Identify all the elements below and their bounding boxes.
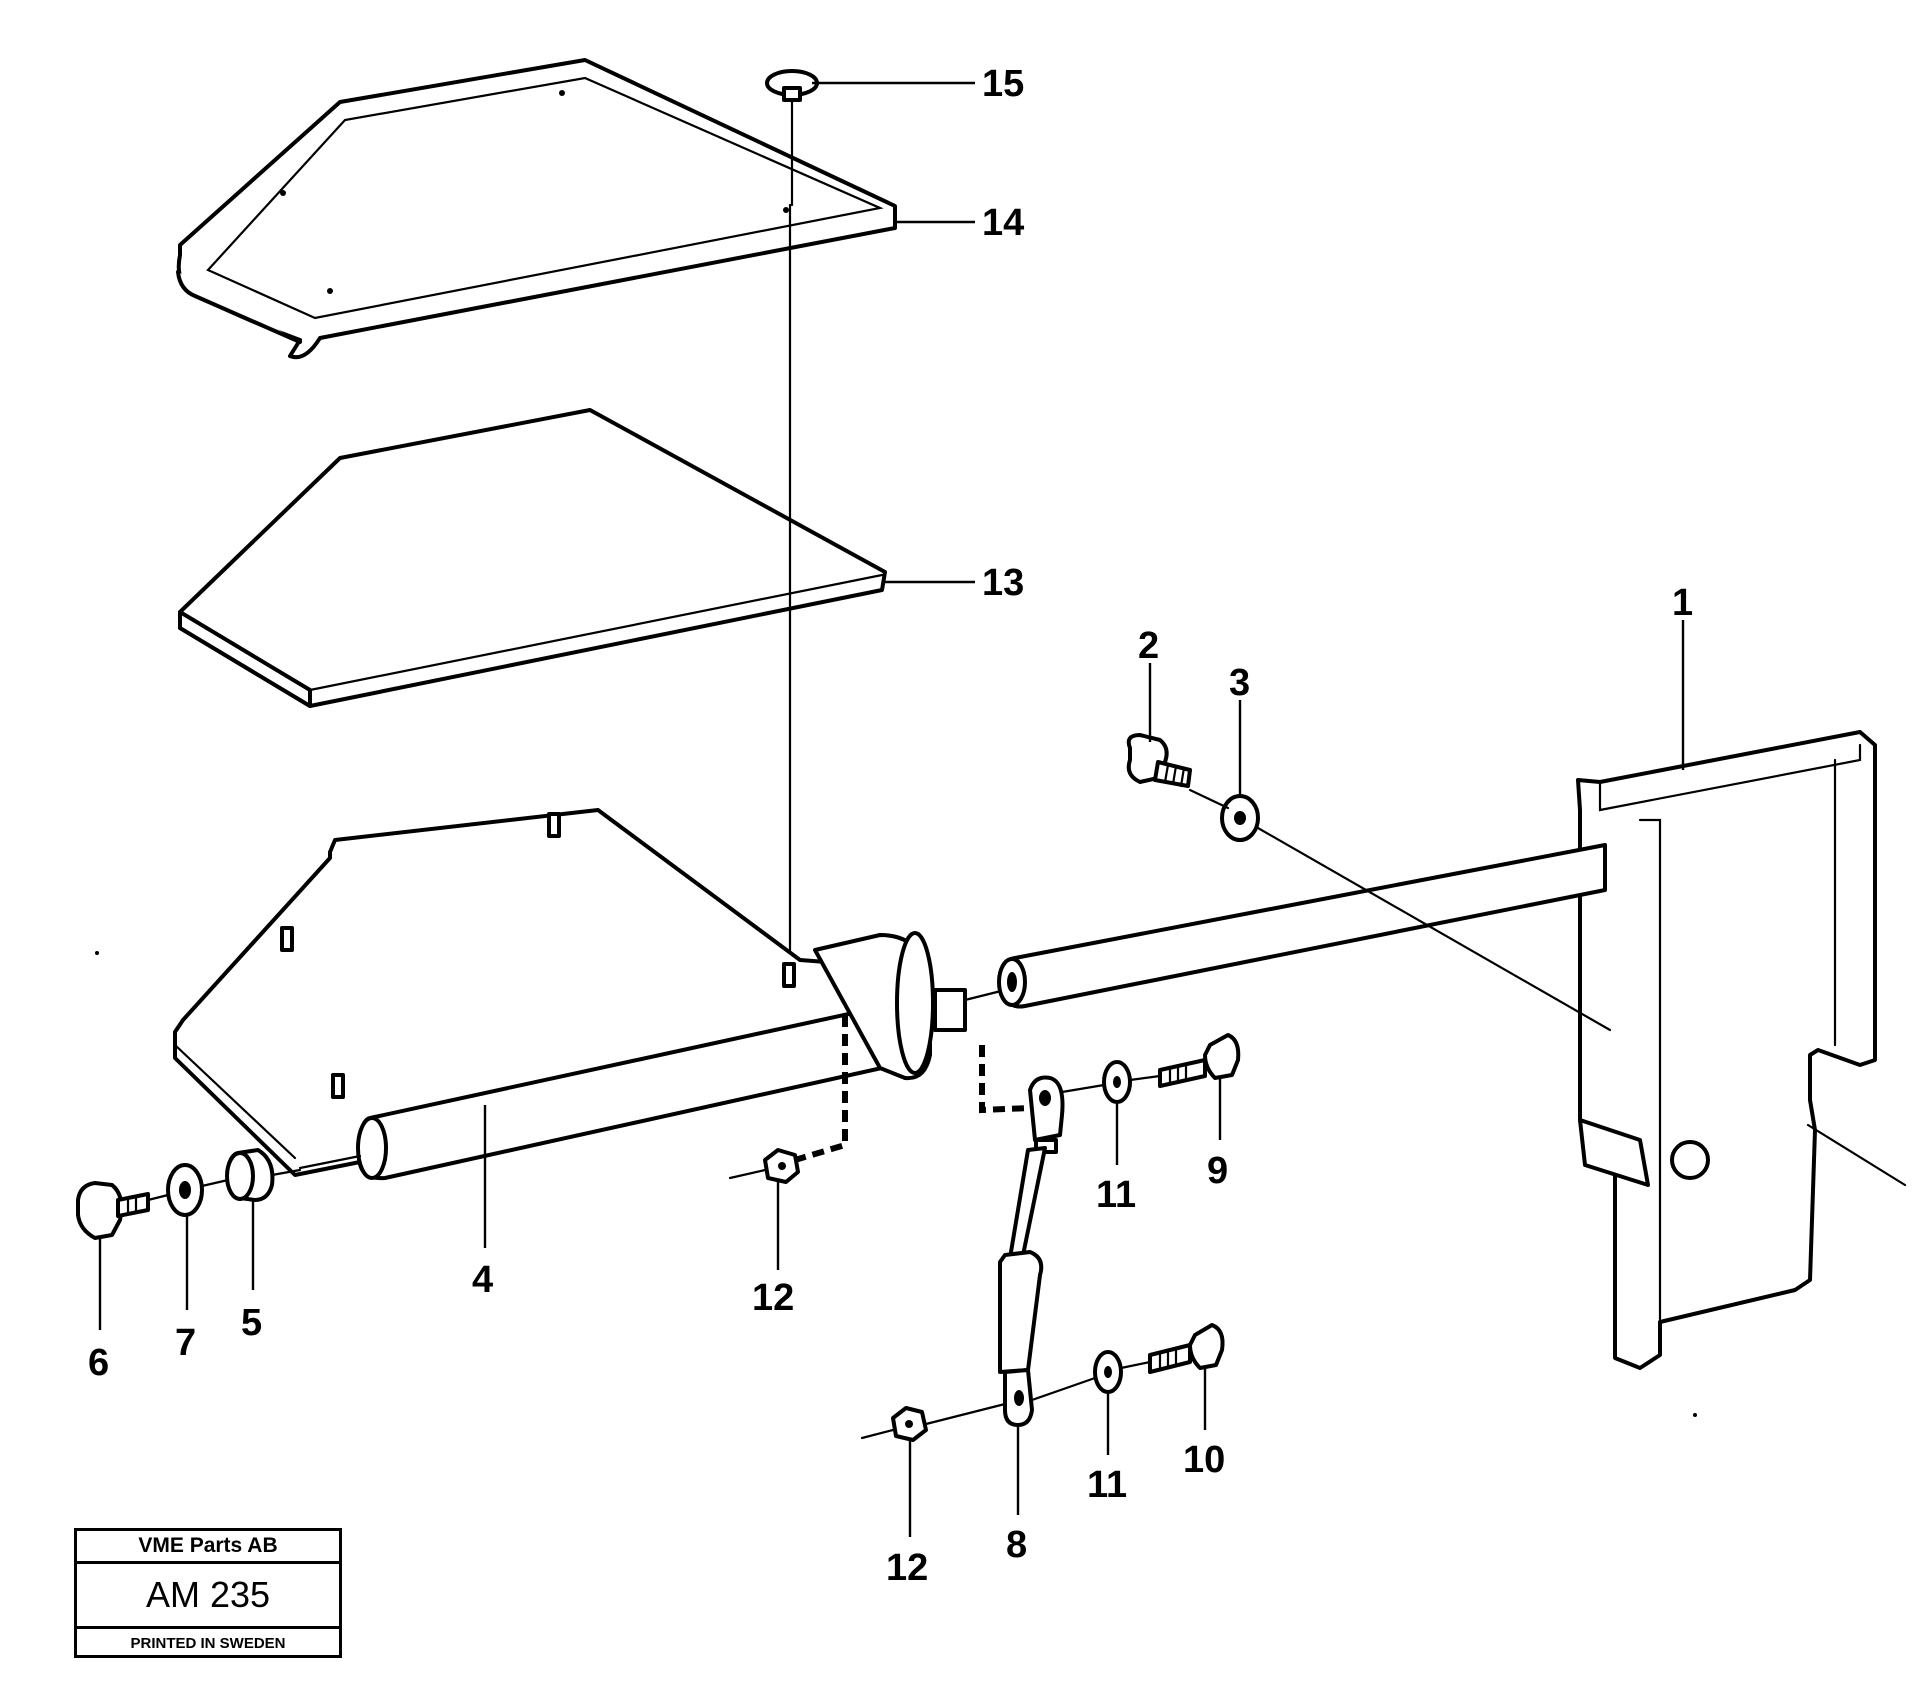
callout-5: 5 bbox=[241, 1302, 262, 1344]
drawing-code: AM 235 bbox=[77, 1564, 339, 1629]
axis-line-5-4 bbox=[270, 1168, 302, 1177]
axis-line-frame-right bbox=[1806, 1123, 1907, 1187]
part-13-pad bbox=[178, 408, 887, 708]
part-14-cover bbox=[176, 58, 897, 360]
callout-4: 4 bbox=[472, 1259, 493, 1301]
part-4-panel bbox=[173, 808, 1007, 1181]
part-6-bolt bbox=[76, 1181, 150, 1240]
callout-3: 3 bbox=[1229, 662, 1250, 704]
callout-11-upper: 11 bbox=[1096, 1174, 1136, 1216]
callout-8: 8 bbox=[1006, 1524, 1027, 1566]
dashed-connector-12 bbox=[794, 1015, 848, 1163]
printed-note: PRINTED IN SWEDEN bbox=[130, 1635, 286, 1652]
leader-lines bbox=[98, 81, 1685, 1537]
callout-7: 7 bbox=[175, 1322, 196, 1364]
callout-14: 14 bbox=[982, 202, 1024, 244]
part-11-washer-lower bbox=[1093, 1350, 1123, 1394]
axis-line-8-11 bbox=[1060, 1083, 1106, 1094]
part-12-nut-lower bbox=[860, 1402, 1007, 1442]
part-7-washer bbox=[166, 1163, 204, 1217]
part-12-nut-upper bbox=[728, 1148, 800, 1184]
callout-6: 6 bbox=[88, 1342, 109, 1384]
callout-10: 10 bbox=[1183, 1439, 1225, 1481]
axis-line-11-10 bbox=[1119, 1360, 1152, 1370]
title-block: VME Parts AB AM 235 PRINTED IN SWEDEN bbox=[74, 1528, 342, 1658]
part-3-washer bbox=[1220, 794, 1260, 842]
callout-9: 9 bbox=[1207, 1150, 1228, 1192]
dashed-connector-8 bbox=[979, 1045, 1031, 1114]
company-name: VME Parts AB bbox=[77, 1531, 339, 1564]
callout-12-upper: 12 bbox=[752, 1277, 794, 1319]
callout-11-lower: 11 bbox=[1087, 1464, 1127, 1506]
axis-line-3-1 bbox=[1256, 826, 1612, 1032]
axis-line-8-11-lower bbox=[1030, 1376, 1097, 1402]
callout-13: 13 bbox=[982, 562, 1024, 604]
part-5-bushing bbox=[225, 1148, 275, 1202]
axis-line-7-5 bbox=[200, 1178, 230, 1188]
part-8-gas-strut bbox=[998, 1075, 1065, 1427]
part-9-bolt bbox=[1158, 1033, 1241, 1088]
callout-2: 2 bbox=[1138, 625, 1159, 667]
callout-12-lower: 12 bbox=[886, 1547, 928, 1589]
part-10-bolt bbox=[1148, 1323, 1225, 1374]
part-1-frame bbox=[997, 730, 1877, 1370]
callout-1: 1 bbox=[1672, 582, 1693, 624]
axis-line-11-9 bbox=[1128, 1074, 1162, 1082]
part-2-bolt bbox=[1126, 733, 1192, 788]
callout-15: 15 bbox=[982, 63, 1024, 105]
axis-line-6-7 bbox=[146, 1193, 170, 1202]
axis-line-2-3 bbox=[1188, 788, 1230, 810]
part-11-washer-upper bbox=[1102, 1060, 1132, 1104]
